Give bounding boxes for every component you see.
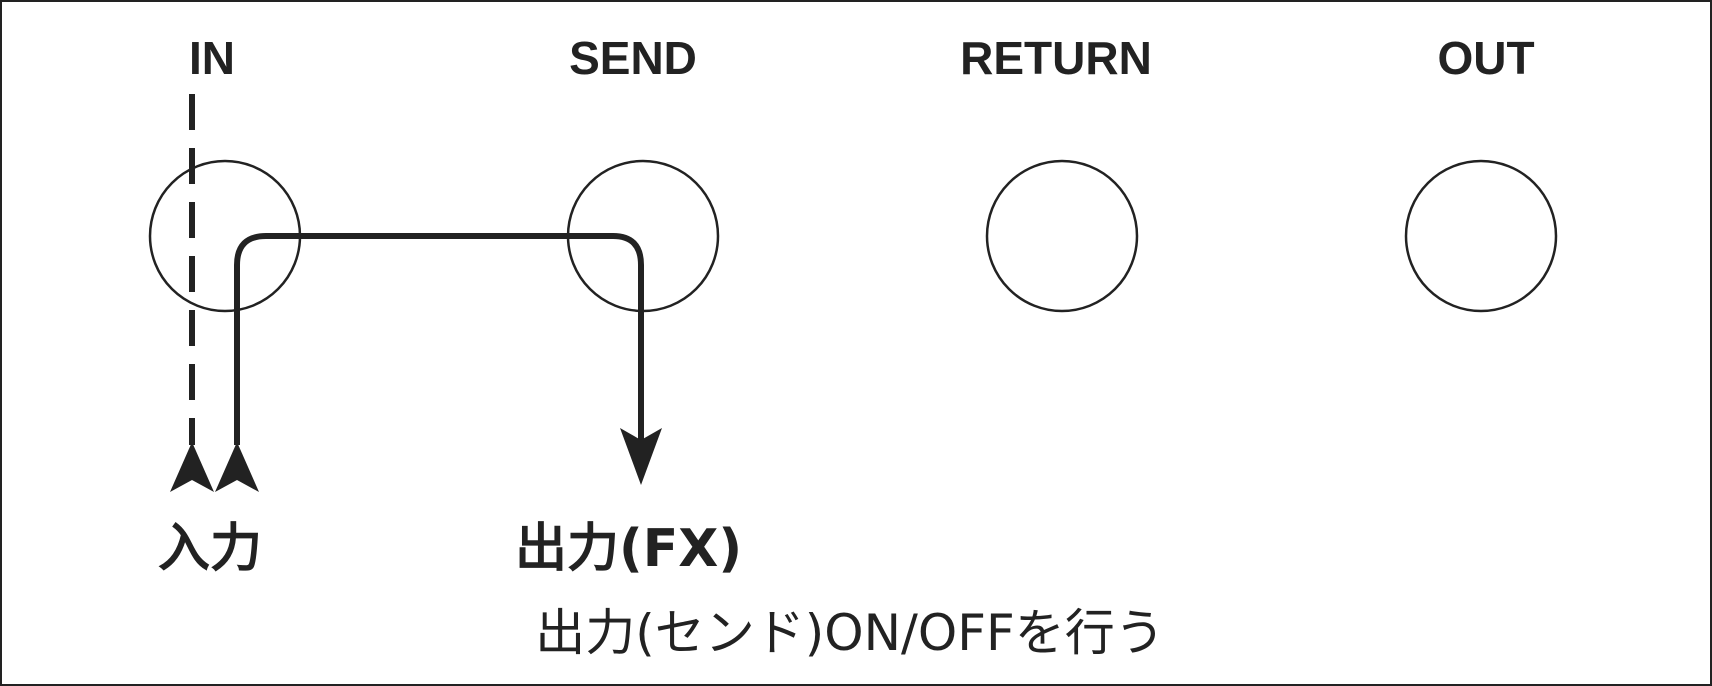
send-signal-path [234,233,644,445]
input-send-arrowhead [215,442,259,492]
output-fx-arrowhead [620,428,662,485]
port-label-send: SEND [569,32,697,84]
jack-return [985,159,1139,313]
caption-text: 出力(センド)ON/OFFを行う [535,604,1165,662]
port-label-out: OUT [1437,32,1534,84]
input-thru-arrowhead [170,442,214,492]
output-fx-label: 出力(FX) [515,519,742,579]
jack-out [1404,159,1558,313]
port-label-return: RETURN [960,32,1152,84]
input-label: 入力 [158,519,262,579]
port-label-in: IN [189,32,235,84]
